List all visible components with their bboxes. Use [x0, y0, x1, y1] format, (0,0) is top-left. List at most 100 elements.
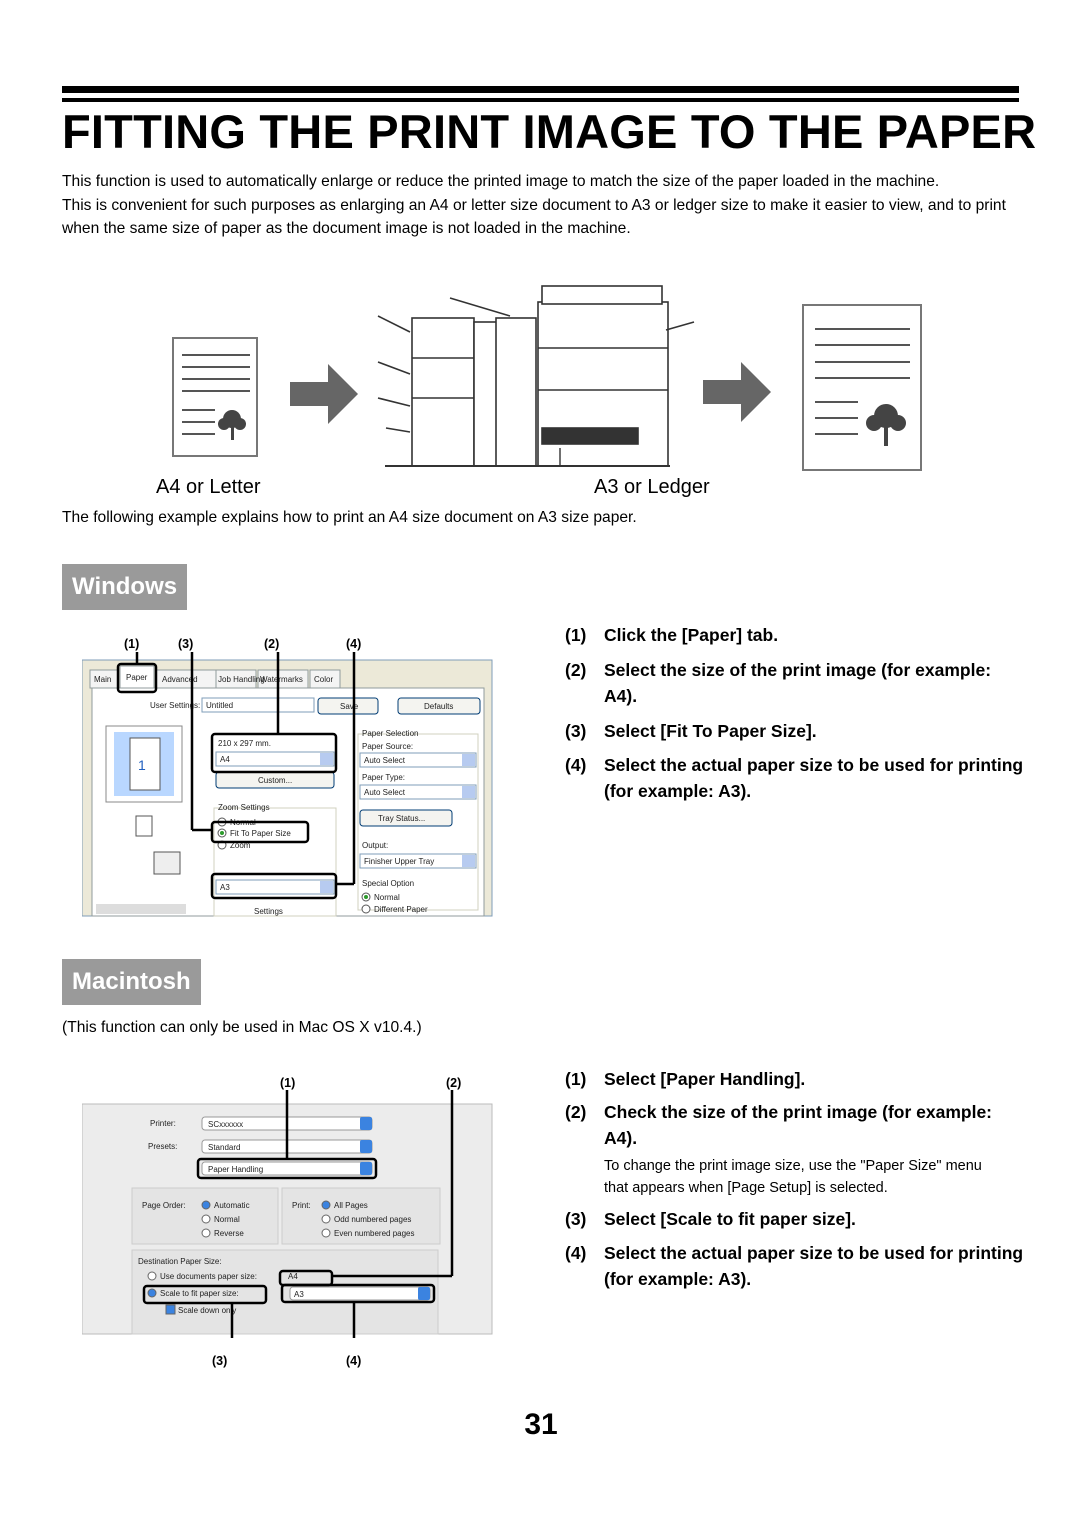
scale-down-only-label: Scale down only: [178, 1306, 236, 1315]
tab-advanced[interactable]: Advanced: [162, 675, 198, 684]
print-even-pages: Even numbered pages: [334, 1229, 415, 1238]
print-odd-pages: Odd numbered pages: [334, 1215, 411, 1224]
all-pages-radio[interactable]: [321, 1200, 331, 1210]
custom-button-label: Custom...: [258, 776, 292, 785]
callout-label: (1): [124, 637, 140, 651]
automatic-radio[interactable]: [201, 1200, 211, 1210]
chevron-down-icon[interactable]: [462, 855, 475, 867]
page-order-label: Page Order:: [142, 1201, 186, 1210]
callout-label: (3): [212, 1354, 228, 1368]
left-caption: A4 or Letter: [156, 476, 261, 498]
chevron-down-icon[interactable]: [320, 753, 333, 765]
printer-value: SCxxxxxx: [208, 1120, 243, 1129]
use-documents-radio[interactable]: [147, 1271, 157, 1281]
paper-source-label: Paper Source:: [362, 742, 413, 751]
chevron-down-icon[interactable]: [320, 881, 333, 893]
callout-highlights: [116, 652, 356, 900]
stepper-icon[interactable]: [418, 1287, 430, 1300]
callout-label: (2): [446, 1076, 462, 1090]
zoom-option-label: Zoom: [230, 841, 251, 850]
tab-main[interactable]: Main: [94, 675, 111, 684]
destination-label: Destination Paper Size:: [138, 1257, 222, 1266]
step-item: (1)Select [Paper Handling].: [565, 1069, 806, 1089]
step-item: (2)Check the size of the print image (fo…: [565, 1099, 1025, 1196]
print-pages-group: [281, 1187, 441, 1245]
user-settings-select[interactable]: [201, 697, 315, 713]
callout-label: (3): [178, 637, 194, 651]
chevron-down-icon[interactable]: [462, 786, 475, 798]
printer-machine-icon: [377, 285, 695, 467]
defaults-button[interactable]: [397, 697, 481, 715]
paper-source-value: Auto Select: [364, 756, 406, 765]
zoom-settings-label: Zoom Settings: [218, 803, 270, 812]
odd-pages-radio[interactable]: [321, 1214, 331, 1224]
special-different-label: Different Paper: [374, 905, 428, 914]
callout-label: (1): [280, 1076, 296, 1090]
chevron-down-icon[interactable]: [462, 754, 475, 766]
paper-size-label: 210 x 297 mm.: [218, 739, 271, 748]
header-rule-thin: [62, 98, 1019, 102]
scale-to-fit-radio[interactable]: [147, 1288, 157, 1298]
reverse-radio[interactable]: [201, 1228, 211, 1238]
print-all-pages: All Pages: [334, 1201, 368, 1210]
tab-paper[interactable]: [119, 665, 155, 689]
use-documents-label: Use documents paper size:: [160, 1272, 257, 1281]
tab-watermarks[interactable]: Watermarks: [260, 675, 303, 684]
tray-status-button-label: Tray Status...: [378, 814, 425, 823]
arrow-right-icon: [290, 364, 358, 424]
right-caption: A3 or Ledger: [594, 476, 710, 498]
scale-size-select[interactable]: [289, 1286, 431, 1301]
example-note: The following example explains how to pr…: [62, 509, 637, 526]
zoom-settings-group: [213, 807, 337, 917]
step-item: (4)Select the actual paper size to be us…: [565, 1243, 1024, 1289]
use-documents-value: A4: [288, 1272, 298, 1281]
preview-number: 1: [138, 757, 146, 773]
special-different-radio[interactable]: [361, 904, 371, 914]
fit-size-select[interactable]: [215, 879, 335, 895]
stepper-icon[interactable]: [360, 1162, 372, 1175]
scale-to-fit-label: Scale to fit paper size:: [160, 1289, 239, 1298]
paper-type-label: Paper Type:: [362, 773, 405, 782]
intro-paragraph-1: This function is used to automatically e…: [62, 173, 940, 190]
even-pages-radio[interactable]: [321, 1228, 331, 1238]
output-select[interactable]: [359, 853, 477, 869]
staple-icon: [96, 904, 186, 914]
presets-value: Standard: [208, 1143, 240, 1152]
paper-type-value: Auto Select: [364, 788, 406, 797]
page-order-reverse: Reverse: [214, 1229, 244, 1238]
step-item: (3)Select [Scale to fit paper size].: [565, 1209, 856, 1229]
printer-label: Printer:: [150, 1119, 176, 1128]
tab-paper-label[interactable]: Paper: [126, 673, 148, 682]
paper-selection-label: Paper Selection: [362, 729, 418, 738]
page-order-normal: Normal: [214, 1215, 240, 1224]
save-button[interactable]: [317, 697, 379, 715]
mac-os-note: (This function can only be used in Mac O…: [62, 1019, 422, 1036]
enlarge-illustration: [172, 285, 922, 471]
output-value: Finisher Upper Tray: [364, 857, 434, 866]
normal-radio[interactable]: [201, 1214, 211, 1224]
paper-source-select[interactable]: [359, 752, 477, 768]
tray-status-button[interactable]: [359, 809, 453, 827]
panel-value: Paper Handling: [208, 1165, 263, 1174]
paper-preview: 1: [105, 725, 183, 803]
special-normal-label: Normal: [374, 893, 400, 902]
scale-down-checkbox[interactable]: [165, 1304, 176, 1315]
stepper-icon[interactable]: [360, 1140, 372, 1153]
paper-type-select[interactable]: [359, 784, 477, 800]
dialog-tabs: Main Paper Advanced Job Handling Waterma…: [89, 665, 341, 689]
a3-document-icon: [802, 304, 922, 471]
step-item: (1)Click the [Paper] tab.: [565, 625, 779, 645]
callout-label: (4): [346, 637, 362, 651]
intro-paragraph-2: This is convenient for such purposes as …: [62, 196, 1006, 238]
step-item: (3)Select [Fit To Paper Size].: [565, 721, 817, 741]
tab-job-handling[interactable]: Job Handling: [218, 675, 265, 684]
paper-size-select[interactable]: [215, 751, 335, 767]
document-icon: [135, 815, 153, 837]
callout-label: (2): [264, 637, 280, 651]
stepper-icon[interactable]: [360, 1117, 372, 1130]
tab-color[interactable]: Color: [314, 675, 333, 684]
macintosh-heading: Macintosh: [62, 959, 201, 1005]
settings-button-label[interactable]: Settings: [254, 907, 283, 916]
duplex-icon: [153, 851, 181, 875]
output-label: Output:: [362, 841, 388, 850]
